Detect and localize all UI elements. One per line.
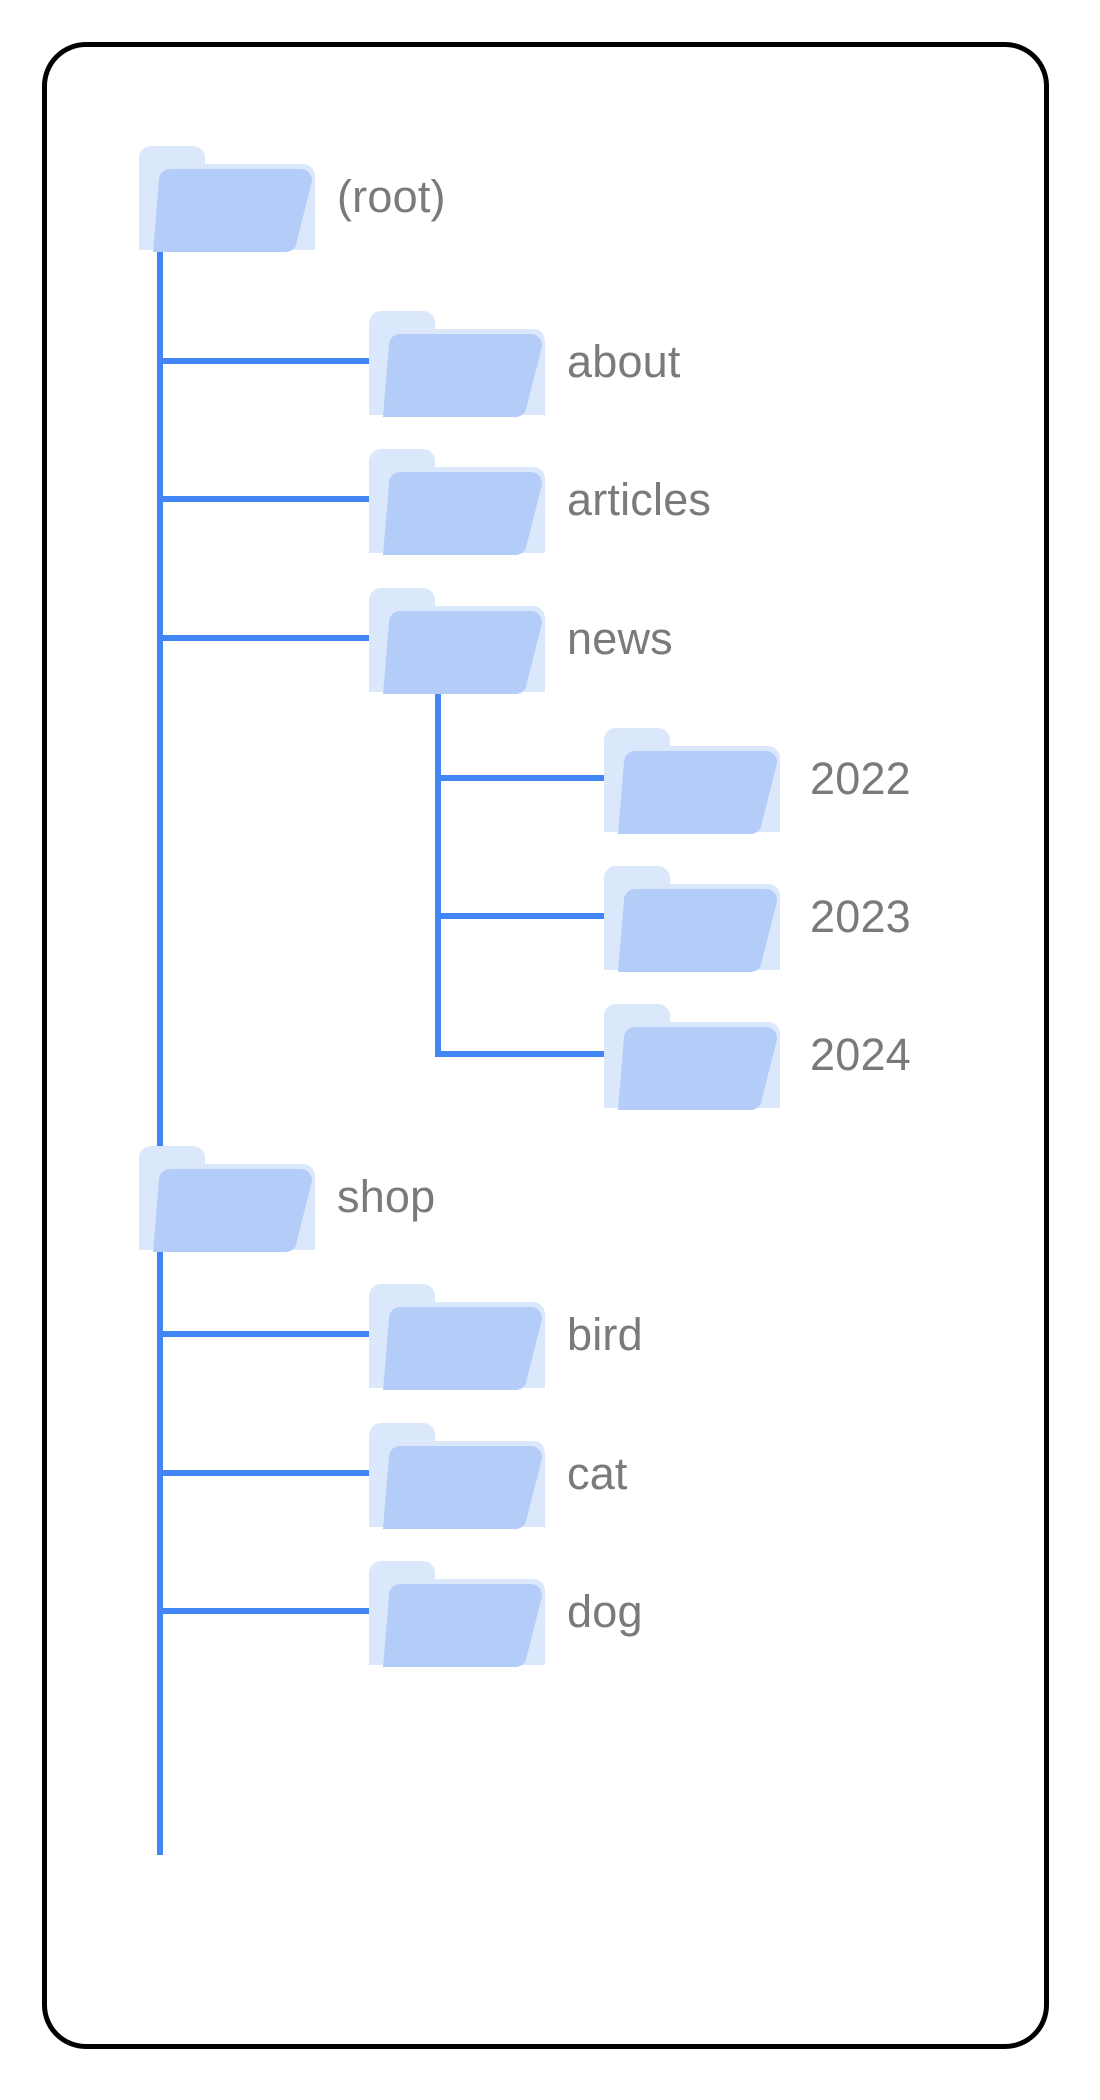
tree-node-shop[interactable]: shop [135,1140,436,1253]
folder-icon[interactable] [365,1278,545,1391]
folder-label-about: about [567,335,681,387]
folder-label-shop: shop [337,1170,436,1222]
tree-node-bird[interactable]: bird [365,1278,643,1391]
folder-icon[interactable] [600,860,780,973]
folder-label-2023: 2023 [810,890,911,942]
folder-label-2024: 2024 [810,1028,911,1080]
folder-icon[interactable] [135,140,315,253]
tree-node-cat[interactable]: cat [365,1417,628,1530]
folder-label-cat: cat [567,1447,628,1499]
folder-icon[interactable] [135,1140,315,1253]
tree-node-articles[interactable]: articles [365,443,712,556]
folder-icon[interactable] [365,1417,545,1530]
folder-icon[interactable] [365,443,545,556]
folder-icon[interactable] [600,998,780,1111]
tree-node-about[interactable]: about [365,305,681,418]
folder-icon[interactable] [365,305,545,418]
tree-node-2024[interactable]: 2024 [600,998,911,1111]
folder-label-bird: bird [567,1308,643,1360]
tree-node-dog[interactable]: dog [365,1555,643,1668]
folder-icon[interactable] [600,722,780,835]
diagram-card [42,42,1049,2049]
tree-node-2023[interactable]: 2023 [600,860,911,973]
tree-node-root[interactable]: (root) [135,140,446,253]
folder-label-news: news [567,612,673,664]
folder-icon[interactable] [365,1555,545,1668]
tree-node-news[interactable]: news [365,582,673,695]
folder-label-root: (root) [337,170,446,222]
tree-node-2022[interactable]: 2022 [600,722,911,835]
folder-label-articles: articles [567,473,712,525]
folder-label-2022: 2022 [810,752,911,804]
folder-icon[interactable] [365,582,545,695]
folder-label-dog: dog [567,1585,643,1637]
